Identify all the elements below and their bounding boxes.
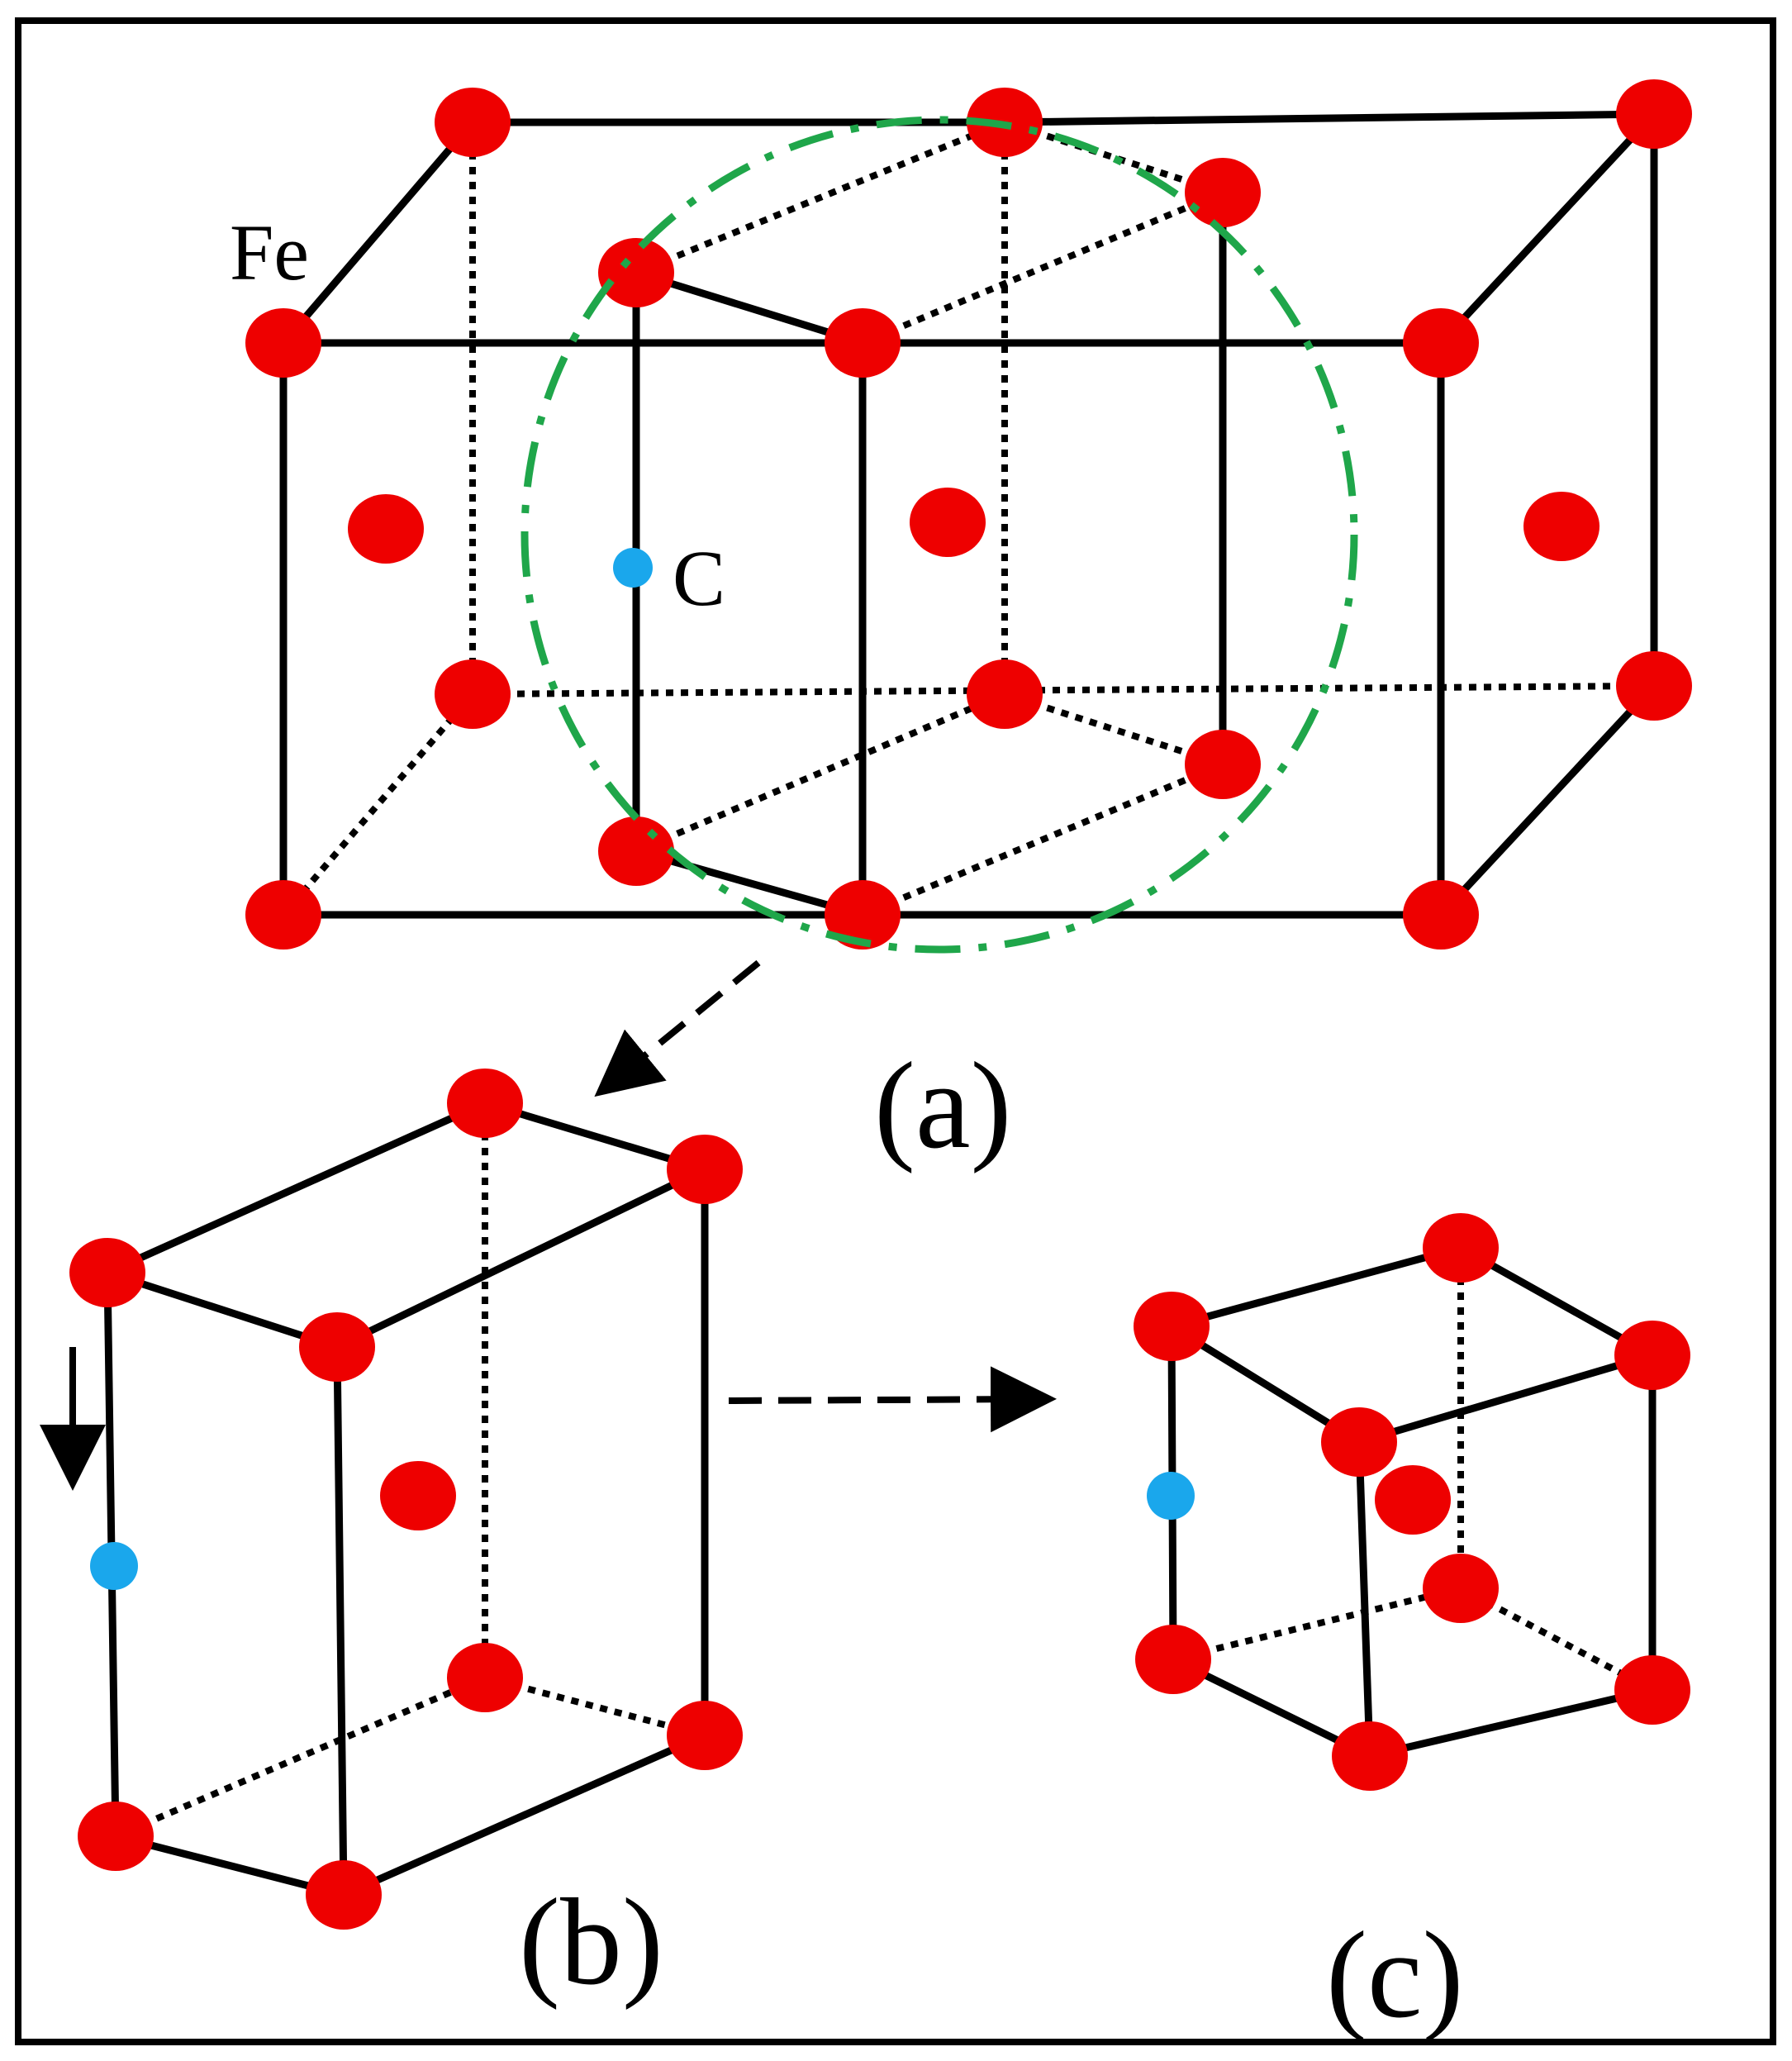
fe-atom [1423, 1554, 1499, 1623]
panel-a-lattice: Fe C (a) [230, 79, 1692, 1174]
fe-atom [435, 659, 511, 729]
fe-atom [1616, 651, 1692, 721]
fe-atom [348, 494, 424, 564]
fe-atom [598, 816, 674, 886]
fe-atom [447, 1643, 523, 1712]
fe-atom [1614, 1321, 1690, 1390]
fe-atom [435, 88, 511, 157]
panel-a-fe-atoms [245, 79, 1692, 950]
panel-b-fe-atoms [69, 1069, 743, 1930]
fe-atom [1134, 1292, 1210, 1361]
fe-atom [667, 1135, 743, 1204]
panel-c-label: (c) [1326, 1906, 1463, 2044]
c-label: C [673, 534, 725, 622]
fe-atom [1423, 1213, 1499, 1283]
panel-b-cell: (b) [40, 1069, 743, 2011]
fe-atom [69, 1238, 145, 1307]
fe-atom [299, 1312, 375, 1382]
panel-b-hidden-bonds [114, 1103, 706, 1840]
highlight-circle [520, 116, 1358, 954]
panel-b-label: (b) [519, 1873, 663, 2011]
panel-a-label: (a) [874, 1037, 1011, 1174]
fe-atom [1403, 308, 1479, 378]
fe-atom [1403, 880, 1479, 950]
fe-atom [825, 308, 901, 378]
fe-atom [825, 880, 901, 950]
fe-atom [380, 1461, 456, 1530]
fe-atom [1614, 1655, 1690, 1725]
c-atom [90, 1542, 138, 1590]
fe-atom [667, 1701, 743, 1770]
c-atom [1147, 1472, 1195, 1520]
arrow-a-to-b [594, 959, 761, 1097]
fe-atom [1135, 1625, 1211, 1694]
c-atom [613, 548, 653, 588]
panel-c-cell: (c) [1134, 1213, 1690, 2044]
fe-atom [1332, 1721, 1408, 1791]
fe-atom [245, 880, 321, 950]
fe-atom [78, 1802, 154, 1871]
panel-a-hidden-bonds [280, 119, 1655, 918]
fe-atom [245, 308, 321, 378]
fe-atom [1616, 79, 1692, 149]
fe-atom [306, 1860, 382, 1930]
fe-atom [967, 659, 1043, 729]
fe-atom [447, 1069, 523, 1138]
fe-atom [598, 238, 674, 307]
fe-atom [1523, 492, 1599, 561]
fe-label: Fe [230, 208, 309, 297]
fe-atom [1321, 1407, 1397, 1477]
fe-atom [1185, 158, 1261, 227]
arrow-b-to-c [728, 1366, 1057, 1433]
fe-atom [1375, 1465, 1451, 1535]
fe-atom [910, 488, 986, 557]
panel-c-fe-atoms [1134, 1213, 1690, 1791]
fe-atom [1185, 730, 1261, 799]
